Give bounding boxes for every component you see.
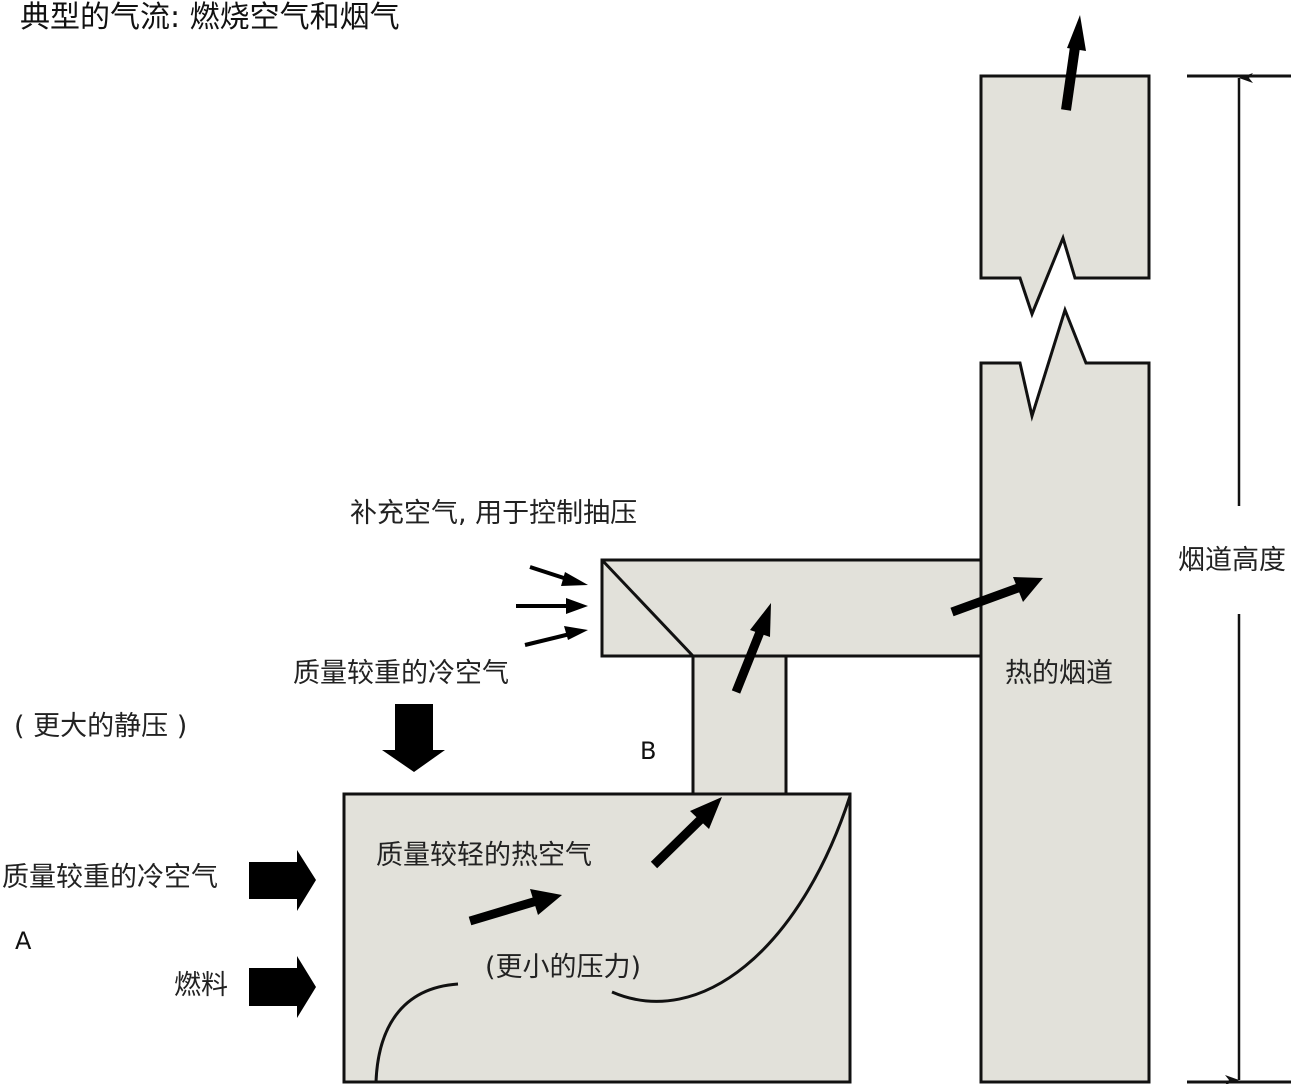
point-b-label: B	[640, 737, 657, 765]
less-pressure-label: (更小的压力)	[485, 952, 642, 983]
flow-arrow-icon	[468, 889, 562, 926]
furnace-box	[342, 792, 852, 1084]
makeup-air-arrows	[516, 565, 588, 647]
light-hot-air-label: 质量较轻的热空气	[376, 840, 592, 871]
block-arrow-icon	[382, 704, 445, 772]
chimney-upper	[979, 74, 1151, 319]
heavy-cold-air-top-label: 质量较重的冷空气	[293, 658, 509, 689]
hot-chimney-label: 热的烟道	[1005, 658, 1113, 689]
chimney-lower	[979, 305, 1151, 1084]
block-arrow-icon	[249, 956, 316, 1018]
flow-arrow-icon	[731, 603, 771, 694]
flame-curve-left	[374, 982, 459, 1083]
block-arrow-icon	[249, 850, 316, 911]
flow-arrow-icon	[1061, 15, 1086, 111]
horizontal-flue-pipe	[600, 558, 984, 658]
flow-curve-right	[611, 795, 852, 1003]
fuel-label: 燃料	[174, 970, 228, 1001]
heavy-cold-air-left-label: 质量较重的冷空气	[2, 862, 218, 893]
chimney-height-label: 烟道高度	[1178, 545, 1286, 576]
makeup-air-label: 补充空气, 用于控制抽压	[350, 498, 638, 529]
draft-hood-diagonal	[600, 558, 695, 658]
flow-arrow-icon	[650, 797, 722, 869]
diagram-title: 典型的气流: 燃烧空气和烟气	[20, 0, 400, 35]
point-a-label: A	[15, 927, 32, 955]
greater-static-pressure-label: ( 更大的静压 )	[14, 711, 188, 742]
flow-arrow-icon	[950, 577, 1043, 617]
